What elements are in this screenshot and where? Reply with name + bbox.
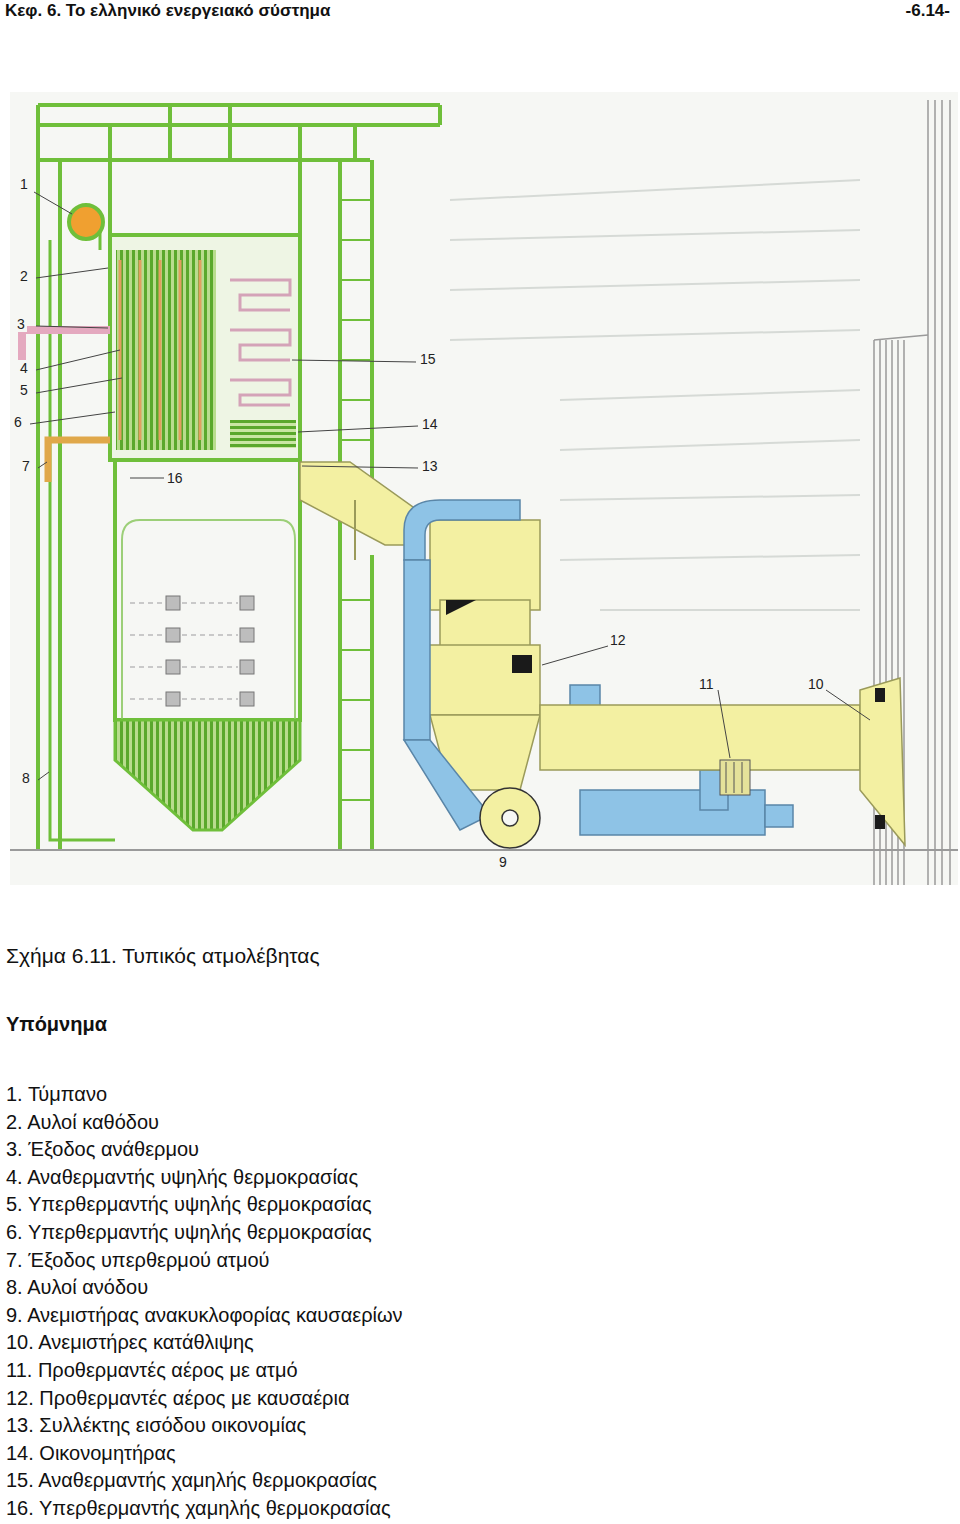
legend-item: 14. Οικονομητήρας (6, 1442, 176, 1465)
callout-number: 15 (418, 351, 438, 367)
callout-number: 8 (20, 770, 32, 786)
legend-heading: Υπόμνημα (6, 1013, 107, 1036)
callout-number: 7 (20, 458, 32, 474)
figure-caption: Σχήμα 6.11. Τυπικός ατμολέβητας (6, 944, 320, 968)
legend-item: 8. Αυλοί ανόδου (6, 1276, 148, 1299)
callout-number: 4 (18, 360, 30, 376)
callout-number: 12 (608, 632, 628, 648)
callout-number: 5 (18, 382, 30, 398)
callout-number: 10 (806, 676, 826, 692)
legend-item: 15. Αναθερμαντής χαμηλής θερμοκρασίας (6, 1469, 377, 1492)
legend-item: 1. Τύμπανο (6, 1083, 107, 1106)
callout-number: 3 (15, 316, 27, 332)
legend-item: 10. Ανεμιστήρες κατάθλιψης (6, 1331, 254, 1354)
legend-item: 13. Συλλέκτης εισόδου οικονομίας (6, 1414, 306, 1437)
legend-item: 11. Προθερμαντές αέρος με ατμό (6, 1359, 298, 1382)
legend-item: 16. Υπερθερμαντής χαμηλής θερμοκρασίας (6, 1497, 391, 1520)
callout-number: 16 (165, 470, 185, 486)
legend-item: 4. Αναθερμαντής υψηλής θερμοκρασίας (6, 1166, 358, 1189)
legend-item: 2. Αυλοί καθόδου (6, 1111, 159, 1134)
callout-number: 9 (497, 854, 509, 870)
page-number: -6.14- (906, 1, 950, 21)
callout-number: 1 (18, 176, 30, 192)
callout-number: 14 (420, 416, 440, 432)
legend-item: 5. Υπερθερμαντής υψηλής θερμοκρασίας (6, 1193, 372, 1216)
legend-item: 9. Ανεμιστήρας ανακυκλοφορίας καυσαερίων (6, 1304, 403, 1327)
callout-number: 11 (697, 676, 716, 692)
running-header: Κεφ. 6. Το ελληνικό ενεργειακό σύστημα (5, 1, 330, 21)
callout-number: 2 (18, 268, 30, 284)
legend-item: 7. Έξοδος υπερθερμού ατμού (6, 1249, 270, 1272)
callout-number: 6 (12, 414, 24, 430)
legend-item: 3. Έξοδος ανάθερμου (6, 1138, 199, 1161)
legend-item: 12. Προθερμαντές αέρος με καυσαέρια (6, 1387, 349, 1410)
legend-item: 6. Υπερθερμαντής υψηλής θερμοκρασίας (6, 1221, 372, 1244)
callout-number: 13 (420, 458, 440, 474)
